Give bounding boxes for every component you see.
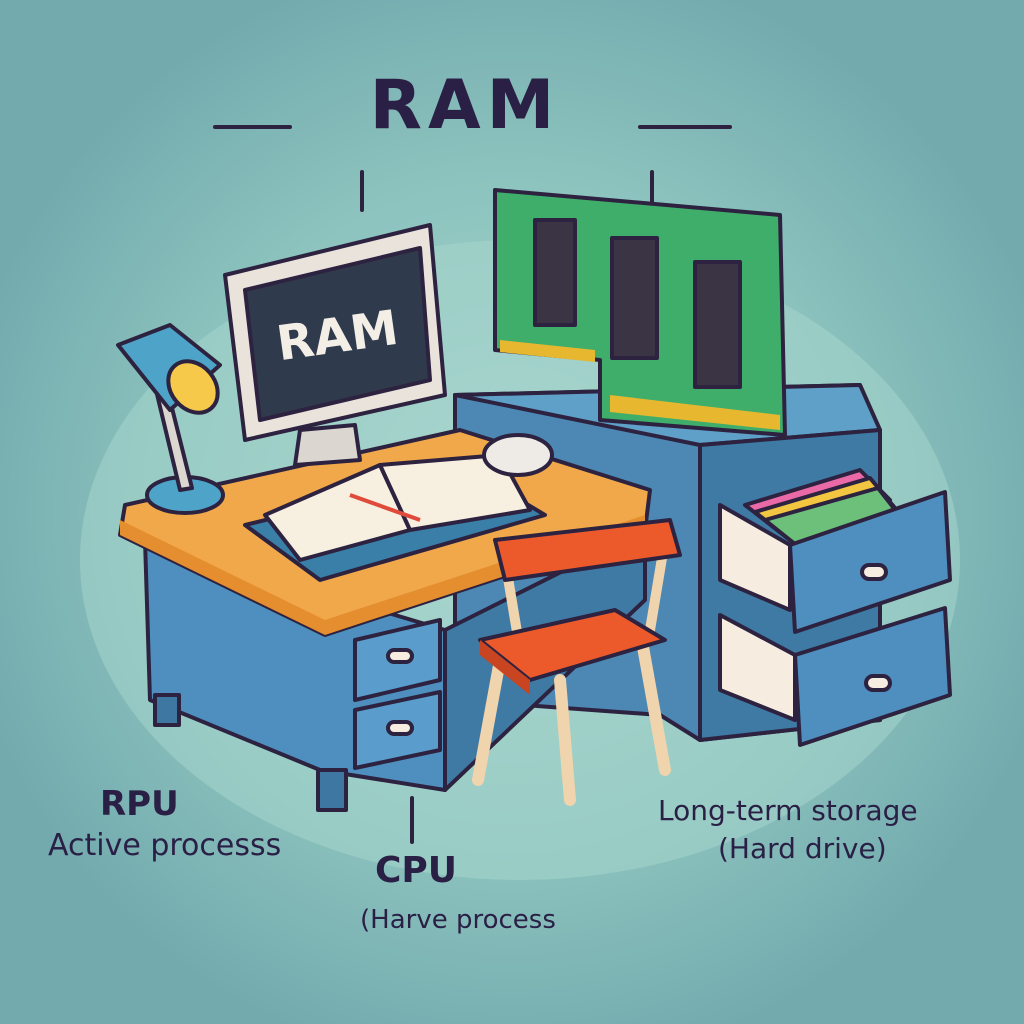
- labels: RPU Active processs CPU (Harve process L…: [48, 784, 918, 935]
- title-group: RAM: [213, 66, 732, 212]
- drawer-top: [718, 490, 952, 634]
- ram-pins: [610, 395, 780, 430]
- ram-pins: [500, 340, 595, 362]
- drawer-bottom: [718, 606, 952, 747]
- drawer-handle-icon: [386, 648, 414, 664]
- mouse-icon: [482, 433, 554, 477]
- monitor-screen: [243, 246, 432, 422]
- drawer-handle-icon: [386, 720, 414, 736]
- ram-module: [493, 188, 787, 437]
- chair: [472, 518, 682, 806]
- ram-chip: [533, 218, 577, 327]
- label-cpu: CPU: [375, 850, 457, 891]
- drawer-handle-icon: [860, 563, 888, 581]
- label-hard-drive: (Hard drive): [718, 832, 887, 865]
- drawer-handle-icon: [864, 674, 892, 692]
- monitor: RAM: [223, 223, 447, 467]
- label-active-process: Active processs: [48, 828, 281, 863]
- ram-chip: [610, 236, 659, 360]
- desk-lamp-icon: [116, 323, 225, 515]
- title: RAM: [370, 66, 561, 145]
- label-long-term-storage: Long-term storage: [658, 794, 918, 827]
- open-book-icon: [243, 453, 547, 582]
- ram-chip: [693, 260, 742, 389]
- label-harve-process: (Harve process: [360, 905, 556, 935]
- label-rpu: RPU: [100, 784, 179, 824]
